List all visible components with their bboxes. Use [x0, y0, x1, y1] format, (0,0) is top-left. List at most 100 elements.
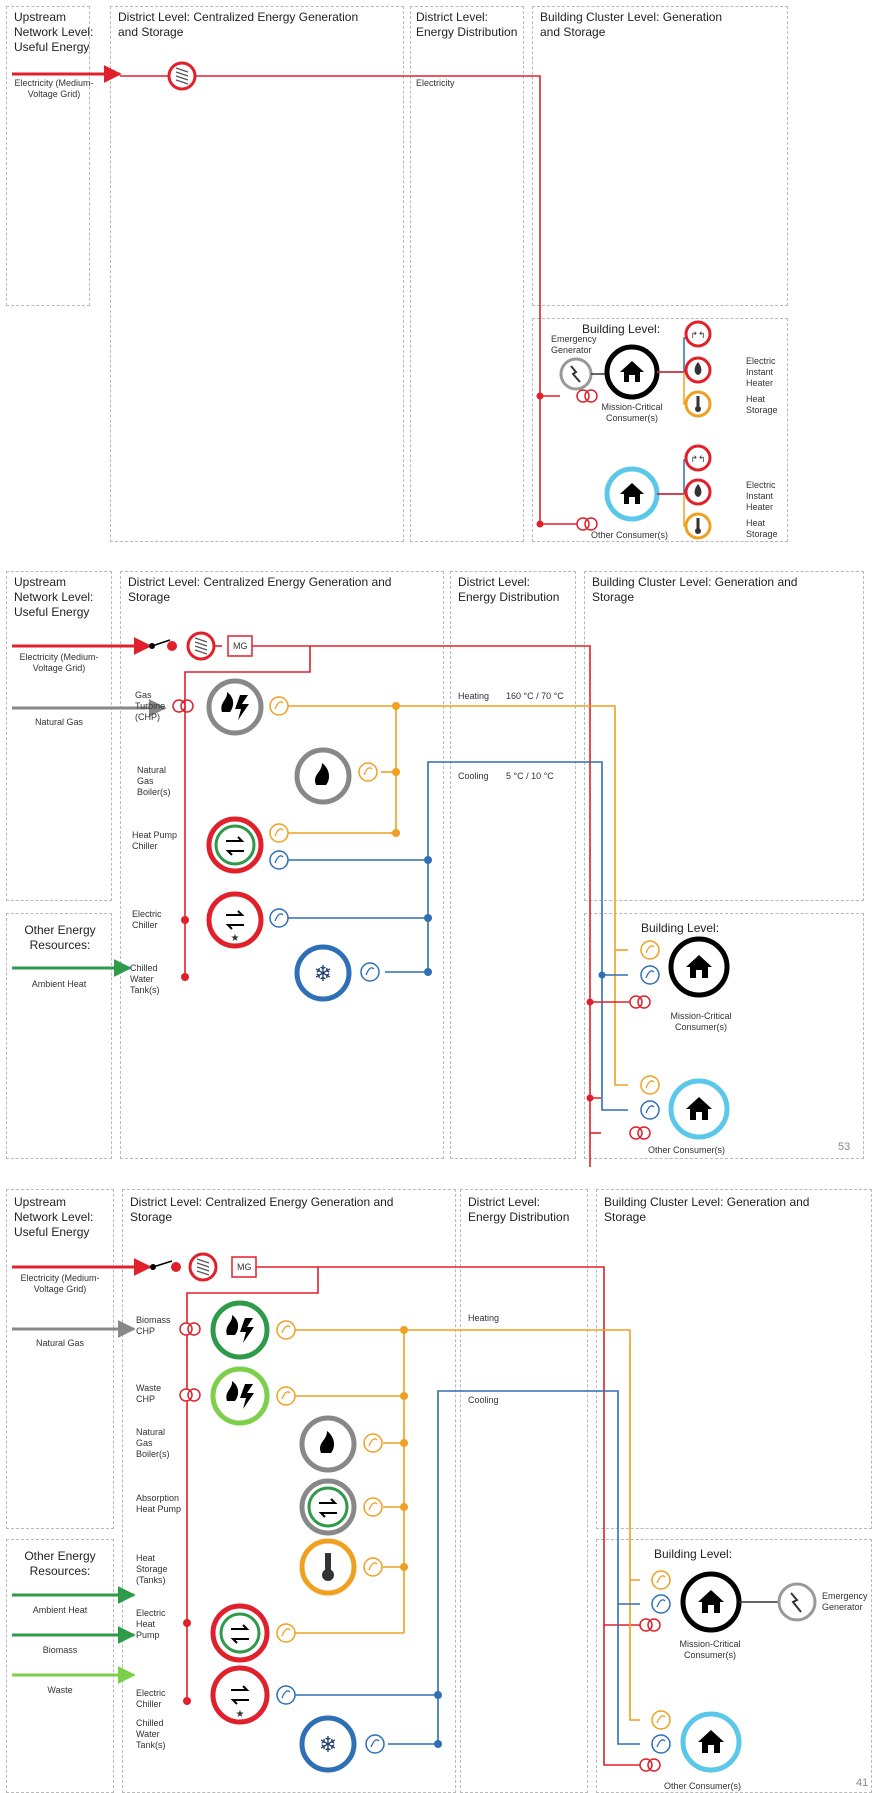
panel-1-flows: ↱↰ ↱↰	[12, 61, 712, 540]
label-mission-critical: Mission-Critical Consumer(s)	[679, 1639, 741, 1660]
heat-exchanger-heating-2	[276, 1386, 296, 1406]
heat-exchanger-cooling-1	[269, 850, 289, 870]
diagram-panel-2: ★ ❄ Upstream Network Level: Useful Energ…	[0, 565, 872, 1167]
heat-exchanger-heating-6	[276, 1623, 296, 1643]
label-electric-instant-heater-1: Electric Instant Heater	[746, 356, 776, 388]
label-natural-gas: Natural Gas	[35, 1338, 85, 1348]
column-other-energy-resources	[6, 913, 112, 1159]
absorption-heat-pump-icon	[299, 1478, 357, 1536]
chilled-water-tank-icon: ❄	[294, 944, 352, 1002]
label-waste-chp: Waste CHP	[136, 1383, 162, 1404]
transformer-symbol-mission	[639, 1618, 661, 1632]
column-district-distribution	[410, 6, 524, 542]
transformer-symbol-other	[639, 1758, 661, 1772]
heat-exchanger-building-cooling-1	[640, 965, 660, 985]
natural-gas-boiler-icon	[299, 1415, 357, 1473]
heat-exchanger-icon-2: ↱↰	[684, 444, 712, 472]
heading-building-cluster: Building Cluster Level: Generation and S…	[540, 10, 723, 39]
heading-district-distribution: District Level: Energy Distribution	[468, 1195, 570, 1224]
column-district-distribution	[450, 571, 576, 1159]
label-heat-storage-2: Heat Storage	[746, 518, 778, 539]
column-district-generation	[110, 6, 404, 542]
label-electricity-grid: Electricity (Medium-Voltage Grid)	[14, 78, 94, 99]
label-heating-temp: 160 °C / 70 °C	[506, 691, 564, 701]
label-other-consumer: Other Consumer(s)	[591, 530, 669, 540]
mission-critical-house-icon	[668, 936, 730, 998]
heading-building-cluster: Building Cluster Level: Generation and S…	[604, 1195, 810, 1224]
heading-upstream: Upstream Network Level: Useful Energy	[14, 1195, 94, 1239]
transformer-symbol-mission	[629, 995, 651, 1009]
heat-exchanger-building-heating-2	[651, 1710, 671, 1730]
page-number: 53	[838, 1141, 851, 1153]
gas-turbine-chp-icon	[206, 678, 264, 736]
heat-storage-icon-2	[684, 512, 712, 540]
label-electric-heat-pump: Electric Heat Pump	[136, 1608, 166, 1640]
electric-chiller-icon: ★	[206, 891, 264, 949]
label-mission-critical: Mission-Critical Consumer(s)	[601, 402, 663, 423]
heading-building-level: Building Level:	[641, 921, 720, 935]
label-natural-gas-boiler: Natural Gas Boiler(s)	[136, 1427, 170, 1459]
heat-exchanger-heating-1	[269, 696, 289, 716]
label-mission-critical: Mission-Critical Consumer(s)	[670, 1011, 732, 1032]
heat-exchanger-building-cooling-1	[651, 1594, 671, 1614]
panel-3-flows: ★ ❄	[12, 1252, 817, 1773]
transformer-symbol-gt	[172, 699, 194, 713]
heat-exchanger-heating-5	[363, 1557, 383, 1577]
heat-exchanger-heating-2	[358, 762, 378, 782]
heat-exchanger-building-heating-2	[640, 1075, 660, 1095]
heat-exchanger-cooling-2	[269, 908, 289, 928]
svg-text:↱↰: ↱↰	[690, 454, 705, 464]
heading-other-energy-resources: Other Energy Resources:	[24, 1549, 96, 1578]
heat-exchanger-heating-1	[276, 1320, 296, 1340]
heat-exchanger-cooling-1	[276, 1685, 296, 1705]
column-building-cluster	[584, 571, 864, 901]
label-electric-chiller: Electric Chiller	[136, 1688, 166, 1709]
label-heat-pump-chiller: Heat Pump Chiller	[132, 830, 178, 851]
label-heating: Heating	[468, 1313, 500, 1323]
page-number: 41	[856, 1777, 869, 1789]
heading-district-generation: District Level: Centralized Energy Gener…	[128, 575, 392, 604]
label-biomass: Biomass	[42, 1645, 78, 1655]
emergency-generator-icon	[777, 1582, 817, 1622]
heading-upstream: Upstream Network Level: Useful Energy	[14, 575, 94, 619]
heading-other-energy-resources: Other Energy Resources:	[24, 923, 96, 952]
transformer-icon	[186, 631, 216, 661]
label-absorption-heat-pump: Absorption Heat Pump	[136, 1493, 182, 1514]
electric-chiller-icon: ★	[210, 1665, 270, 1725]
heat-exchanger-cooling-2	[365, 1734, 385, 1754]
heading-district-distribution: District Level: Energy Distribution	[416, 10, 518, 39]
label-ambient-heat: Ambient Heat	[32, 1605, 88, 1615]
heading-building-cluster: Building Cluster Level: Generation and S…	[592, 575, 798, 604]
electricity-line	[120, 75, 560, 397]
column-building-level	[584, 913, 864, 1159]
other-consumer-house-icon	[604, 466, 660, 522]
heading-building-level: Building Level:	[654, 1547, 733, 1561]
heat-exchanger-building-heating-1	[640, 940, 660, 960]
label-electric-chiller: Electric Chiller	[132, 909, 162, 930]
label-biomass-chp: Biomass CHP	[136, 1315, 171, 1336]
label-electricity-grid: Electricity (Medium-Voltage Grid)	[19, 652, 99, 673]
label-cooling-temp: 5 °C / 10 °C	[506, 771, 554, 781]
electric-instant-heater-icon-2	[684, 478, 712, 506]
heat-pump-chiller-icon	[206, 816, 264, 874]
heat-exchanger-heating-4	[363, 1497, 383, 1517]
label-electric-instant-heater-2: Electric Instant Heater	[746, 480, 776, 512]
label-other-consumer: Other Consumer(s)	[648, 1145, 726, 1155]
label-heat-storage-1: Heat Storage	[746, 394, 778, 415]
natural-gas-boiler-icon	[294, 747, 352, 805]
label-gas-turbine: Gas Turbine (CHP)	[135, 690, 166, 722]
heat-exchanger-building-cooling-2	[640, 1100, 660, 1120]
label-mg: MG	[237, 1262, 252, 1272]
label-heating: Heating	[458, 691, 490, 701]
heat-exchanger-building-cooling-2	[651, 1734, 671, 1754]
diagram-panel-1: ↱↰ ↱↰ Upstream Network Level: Useful Ene…	[0, 0, 872, 555]
label-cooling: Cooling	[468, 1395, 499, 1405]
heat-storage-tank-icon	[299, 1538, 357, 1596]
mission-critical-house-icon	[680, 1571, 742, 1633]
heat-exchanger-icon-1: ↱↰	[684, 320, 712, 348]
heat-storage-icon-1	[684, 390, 712, 418]
label-other-consumer: Other Consumer(s)	[664, 1781, 742, 1791]
waste-chp-icon	[210, 1366, 270, 1426]
heat-exchanger-building-heating-1	[651, 1570, 671, 1590]
column-building-level	[532, 318, 788, 542]
